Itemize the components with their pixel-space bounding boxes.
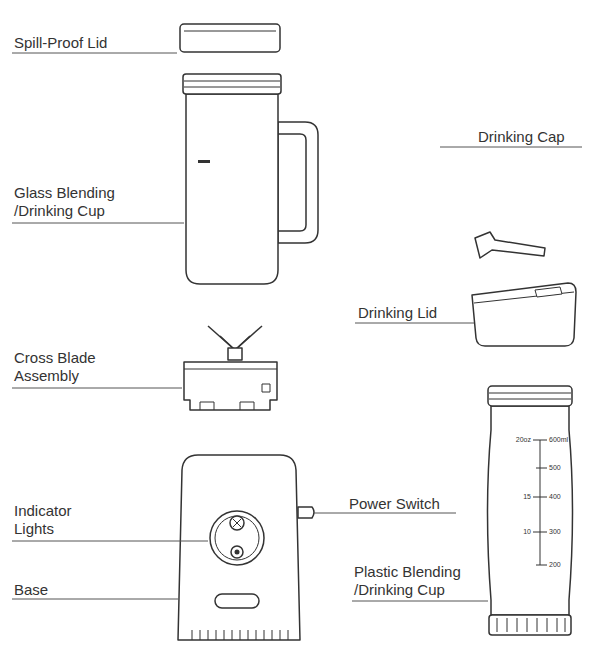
- drinking-cap: [475, 232, 545, 258]
- part-name: Spill-Proof Lid: [14, 34, 164, 52]
- part-name: Cross Blade Assembly: [14, 349, 109, 385]
- scale-marking: 400: [549, 493, 571, 500]
- cross-blade: [184, 326, 277, 410]
- scale-marking: 200: [549, 561, 571, 568]
- scale-marking: 20oz: [505, 436, 531, 443]
- plastic-cup: [488, 386, 573, 635]
- scale-marking: 300: [549, 528, 571, 535]
- scale-marking: 500: [549, 464, 571, 471]
- glass-cup: [183, 74, 318, 284]
- part-name: Plastic Blending /Drinking Cup: [354, 563, 482, 599]
- part-name: Base: [14, 581, 94, 599]
- spill-proof-lid: [180, 24, 280, 52]
- part-name: Drinking Lid: [358, 304, 468, 322]
- motor-base: [178, 455, 314, 640]
- part-name: Drinking Cap: [478, 128, 588, 146]
- part-name: Glass Blending /Drinking Cup: [14, 184, 149, 220]
- scale-marking: 15: [505, 493, 531, 500]
- drinking-lid: [472, 283, 576, 346]
- scale-marking: 600ml: [549, 436, 571, 443]
- part-name: Indicator Lights: [14, 502, 94, 538]
- scale-marking: 10: [505, 528, 531, 535]
- part-name: Power Switch: [349, 495, 459, 513]
